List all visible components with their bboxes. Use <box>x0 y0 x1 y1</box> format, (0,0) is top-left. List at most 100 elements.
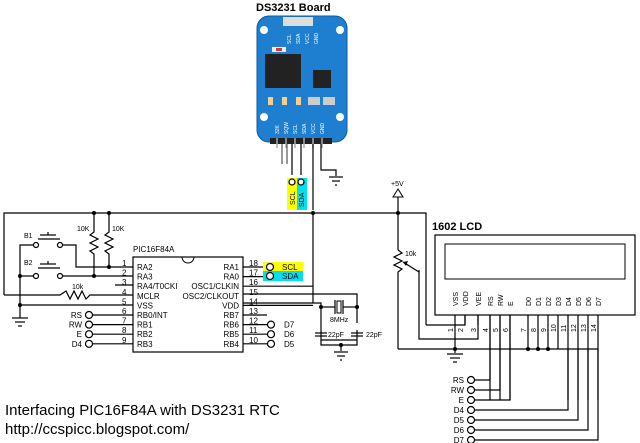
caption-title: Interfacing PIC16F84A with DS3231 RTC <box>5 402 280 419</box>
mcu-pin-name: RA0 <box>223 273 239 282</box>
board-pin-label: SCL <box>293 124 299 134</box>
lcd-terminal-rw[interactable] <box>466 385 476 395</box>
mcu-pin-number: 15 <box>249 288 258 297</box>
c1-label: 22pF <box>328 332 344 339</box>
r-mclr-label: 10k <box>72 284 84 291</box>
lcd-terminal-d6[interactable] <box>466 425 476 435</box>
mcu-pin-name: RA3 <box>137 273 153 282</box>
mcu-pin-number: 10 <box>249 336 258 345</box>
terminal-label: E <box>459 396 464 405</box>
mcu-pin-name: VSS <box>137 301 153 310</box>
terminal-d6[interactable] <box>266 330 276 339</box>
mcu-pin-name: RB3 <box>137 340 153 349</box>
terminal-rw[interactable] <box>84 320 94 329</box>
lcd-pin-name: D0 <box>526 297 533 306</box>
terminal-label: RS <box>71 311 82 320</box>
lcd-pin-name: D6 <box>586 297 593 306</box>
mcu-pin-number: 17 <box>249 269 258 278</box>
terminal-e[interactable] <box>84 330 94 339</box>
lcd-terminal-e[interactable] <box>466 395 476 405</box>
terminal-label: D4 <box>454 406 465 415</box>
terminal-label: D7 <box>284 321 295 330</box>
mcu-pin-name: RA4/T0CKI <box>137 282 177 291</box>
mcu-pin-name: RA2 <box>137 263 153 272</box>
scl-terminal[interactable] <box>288 178 296 186</box>
terminal-label: D7 <box>454 436 465 443</box>
lcd-pin-name: E <box>508 301 515 306</box>
lcd-pin-name: RS <box>488 296 495 306</box>
mcu-pin-name: RB7 <box>223 311 239 320</box>
board-pin-label: 32K <box>275 124 281 134</box>
terminal-d4[interactable] <box>84 339 94 348</box>
pot-label: 10k <box>405 251 417 258</box>
lcd-pin-name: D4 <box>566 297 573 306</box>
lcd-pin-number: 9 <box>541 328 548 332</box>
mcu-pin-number: 11 <box>249 326 258 335</box>
button-b2[interactable] <box>32 261 64 280</box>
sda-terminal[interactable] <box>297 178 305 186</box>
mcu-pin-name: RB6 <box>223 321 239 330</box>
mcu-pin-number: 6 <box>122 307 127 316</box>
lcd-terminal-d4[interactable] <box>466 405 476 415</box>
lcd-pin-number: 14 <box>591 324 598 332</box>
lcd-pin-name: D2 <box>546 297 553 306</box>
lcd-pin-name: VEE <box>476 292 483 306</box>
pic-sda-terminal[interactable] <box>265 271 275 281</box>
lcd-pin-number: 1 <box>448 328 455 332</box>
board-top-pin-label: GND <box>314 33 320 45</box>
board-top-pin-label: SDA <box>296 33 302 44</box>
c2-label: 22pF <box>366 332 382 339</box>
terminal-label: E <box>77 330 82 339</box>
terminal-d5[interactable] <box>266 339 276 348</box>
lcd-pin-number: 3 <box>471 328 478 332</box>
mcu-pin-name: RB4 <box>223 340 239 349</box>
mcu-pin-number: 3 <box>122 278 127 287</box>
lcd-pin-number: 6 <box>503 328 510 332</box>
button-b1[interactable] <box>32 232 64 249</box>
terminal-d7[interactable] <box>266 320 276 329</box>
r2-label: 10K <box>112 226 125 233</box>
lcd-terminal-d7[interactable] <box>466 435 476 443</box>
terminal-rs[interactable] <box>84 310 94 320</box>
terminal-label: RS <box>453 376 464 385</box>
mcu-pin-number: 9 <box>122 336 127 345</box>
pic-scl-label: SCL <box>282 263 298 272</box>
lcd-terminal-d5[interactable] <box>466 415 476 425</box>
mcu-pin-number: 1 <box>122 259 127 268</box>
pic-scl-terminal[interactable] <box>265 262 275 272</box>
board-scl-label: SCL <box>290 191 297 205</box>
lcd-pin-name: VDD <box>463 291 470 306</box>
lcd-pin-number: 8 <box>531 328 538 332</box>
lcd-pin-number: 5 <box>493 328 500 332</box>
lcd-pin-number: 10 <box>551 324 558 332</box>
lcd-pin-name: D1 <box>536 297 543 306</box>
mcu-name: PIC16F84A <box>133 245 175 254</box>
mcu-pin-name: RA1 <box>223 263 239 272</box>
lcd-pin-name: RW <box>498 294 505 306</box>
mcu-pin-number: 18 <box>249 259 258 268</box>
board-pin-label: GND <box>320 123 326 135</box>
mcu-pin-number: 4 <box>122 288 127 297</box>
mcu-pin-number: 7 <box>122 317 127 326</box>
lcd-pin-number: 2 <box>458 328 465 332</box>
board-pin-label: SQW <box>284 122 290 134</box>
b1-label: B1 <box>24 233 33 240</box>
lcd-pin-number: 4 <box>483 328 490 332</box>
terminal-label: RW <box>451 386 465 395</box>
mcu-pin-name: VDD <box>222 301 239 310</box>
lcd-pin-name: VSS <box>453 292 460 306</box>
lcd-terminal-rs[interactable] <box>466 375 476 385</box>
mcu-pin-name: OSC2/CLKOUT <box>183 292 240 301</box>
terminal-label: D6 <box>284 330 295 339</box>
scl-label-bg <box>287 178 297 210</box>
board-sda-label: SDA <box>299 192 306 207</box>
caption-url[interactable]: http://ccspicc.blogspot.com/ <box>5 421 190 438</box>
terminal-label: D4 <box>72 340 83 349</box>
vcc-label: +5V <box>391 181 404 188</box>
sda-label-bg <box>297 178 307 210</box>
mcu-pin-number: 5 <box>122 297 127 306</box>
board-pin-label: VCC <box>311 123 317 134</box>
lcd-display <box>444 243 626 280</box>
